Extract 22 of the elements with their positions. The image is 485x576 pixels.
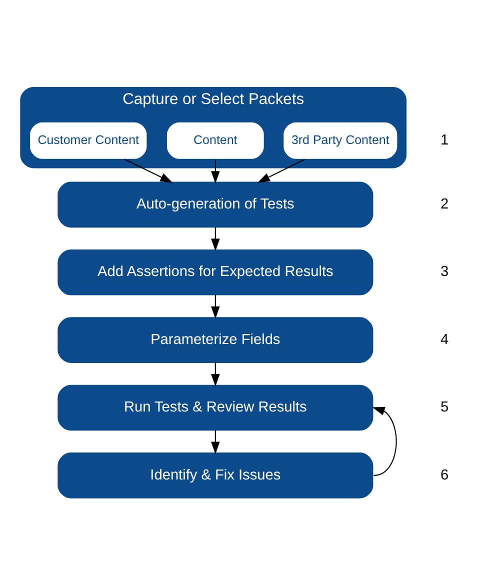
arrow [211,294,220,318]
node-box: Run Tests & Review Results [58,384,374,430]
node-box: Content [166,120,265,160]
arrow [211,159,220,184]
label: 4 [440,331,449,348]
node-box: Identify & Fix Issues [58,452,374,498]
arrow [211,226,220,251]
label: 5 [440,399,449,416]
node-box: 3rd Party Content [282,120,398,160]
node-box: Add Assertions for Expected Results [58,248,374,295]
label: 2 [440,196,449,212]
arrow [211,362,220,386]
arrow [257,158,305,182]
node-box: Auto-generation of Tests [58,181,374,228]
label: 3 [440,264,449,280]
label: 6 [440,466,449,483]
arrow [211,430,220,454]
label: 1 [440,132,449,148]
node-box: Parameterize Fields [58,316,374,362]
arrow [372,406,397,476]
node-box: Customer Content [29,120,148,160]
arrow [124,158,173,182]
